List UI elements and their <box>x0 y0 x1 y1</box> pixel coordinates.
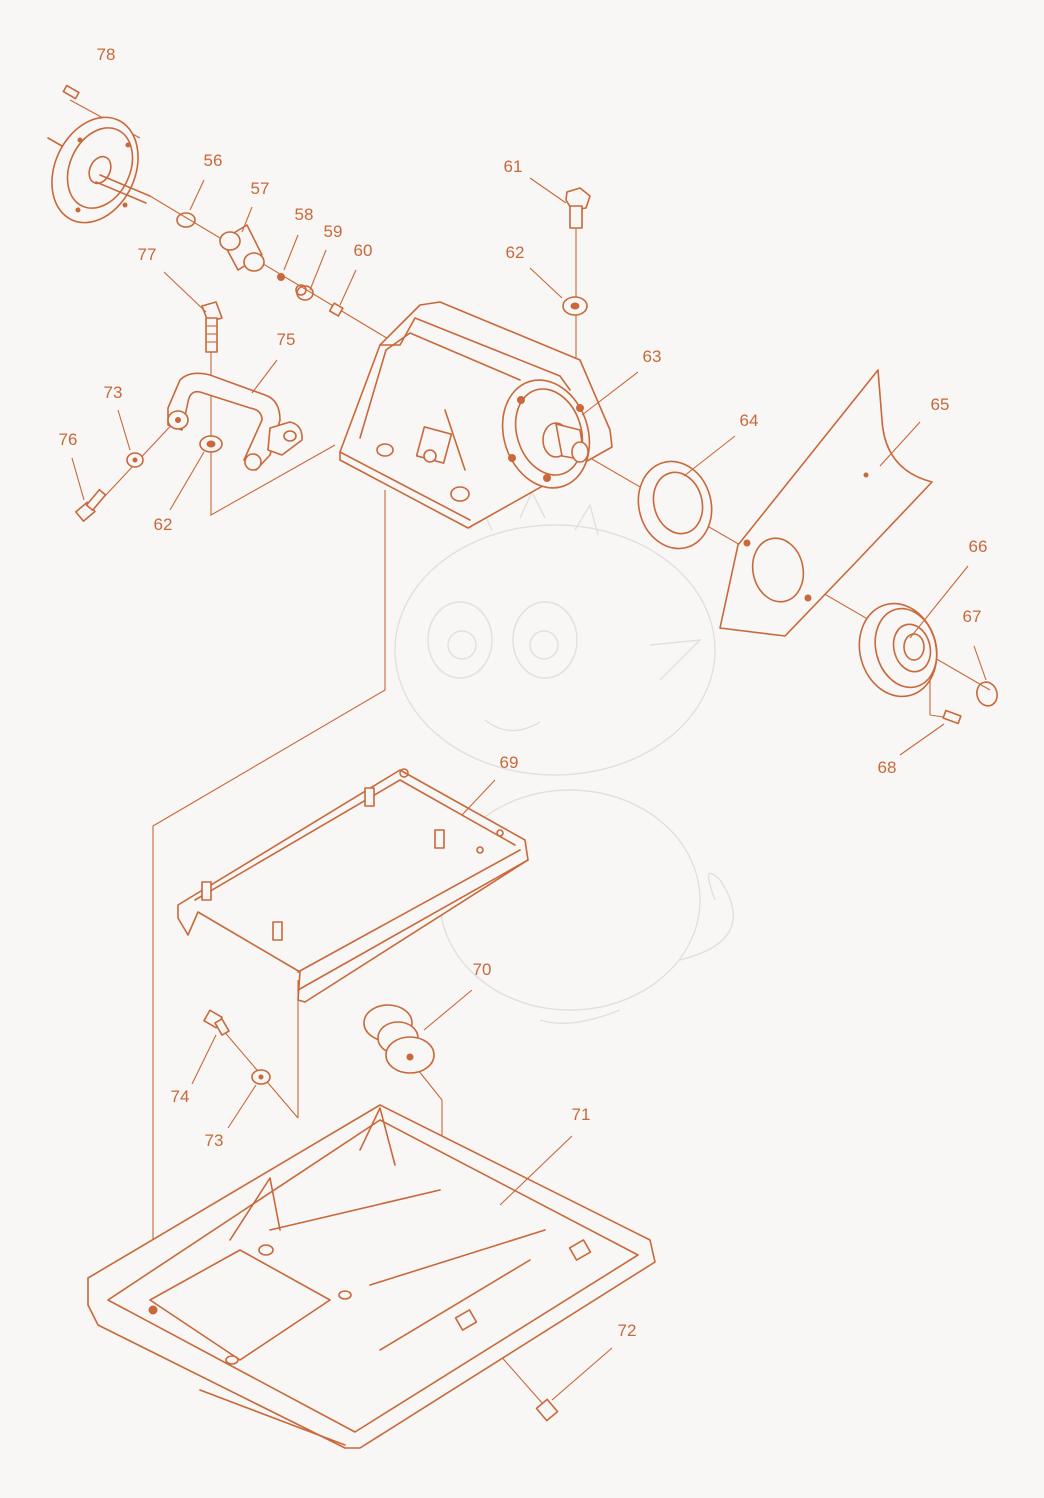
part-70-vibration-mount <box>363 1004 435 1074</box>
callout-75: 75 <box>277 330 296 349</box>
part-61-bolt <box>565 187 591 229</box>
callout-62-left: 62 <box>154 515 173 534</box>
callout-65: 65 <box>931 395 950 414</box>
callout-61: 61 <box>504 157 523 176</box>
part-57-sleeve <box>219 224 265 272</box>
callout-76: 76 <box>59 430 78 449</box>
callout-63: 63 <box>643 347 662 366</box>
callout-66: 66 <box>969 537 988 556</box>
part-73-washer-upper <box>126 452 144 468</box>
part-72-bolt <box>535 1398 559 1422</box>
callout-62-right: 62 <box>506 243 525 262</box>
part-65-guard-plate <box>719 369 933 637</box>
callout-64: 64 <box>740 411 759 430</box>
callout-60: 60 <box>354 241 373 260</box>
callout-72: 72 <box>618 1321 637 1340</box>
part-67-snap-ring <box>976 681 998 707</box>
part-75-handle <box>167 372 303 471</box>
callout-78: 78 <box>97 45 116 64</box>
callout-69: 69 <box>500 753 519 772</box>
part-71-base-plate <box>87 1104 656 1449</box>
callout-73-lower: 73 <box>205 1131 224 1150</box>
part-77-bolt <box>201 301 223 353</box>
callout-leaders <box>71 177 987 1401</box>
callout-57: 57 <box>251 179 270 198</box>
part-62-washer-left <box>199 435 223 453</box>
callout-labels: 78 56 57 58 59 60 77 75 73 76 62 61 62 6… <box>59 45 988 1340</box>
callout-74: 74 <box>171 1087 190 1106</box>
callout-70: 70 <box>473 960 492 979</box>
part-59-spring-clip <box>295 284 314 301</box>
callout-67: 67 <box>963 607 982 626</box>
callout-68: 68 <box>878 758 897 777</box>
callout-59: 59 <box>324 222 343 241</box>
part-68-key <box>942 709 962 725</box>
part-60-nut <box>328 302 344 317</box>
part-78-flange-cover <box>47 84 151 224</box>
part-63-bearing-cap <box>501 379 591 489</box>
callout-73-upper: 73 <box>104 383 123 402</box>
part-69-mounting-plate <box>177 768 529 1003</box>
part-66-pulley <box>858 602 938 698</box>
part-64-seal-ring <box>637 460 713 550</box>
callout-56: 56 <box>204 151 223 170</box>
part-73-washer-lower <box>251 1069 271 1085</box>
part-56-o-ring <box>176 212 196 228</box>
callout-58: 58 <box>295 205 314 224</box>
part-58-ball <box>277 273 285 281</box>
callout-71: 71 <box>572 1105 591 1124</box>
part-76-bolt <box>74 488 107 522</box>
part-62-washer-right <box>562 296 588 316</box>
part-74-bolt <box>203 1009 230 1036</box>
callout-77: 77 <box>138 245 157 264</box>
